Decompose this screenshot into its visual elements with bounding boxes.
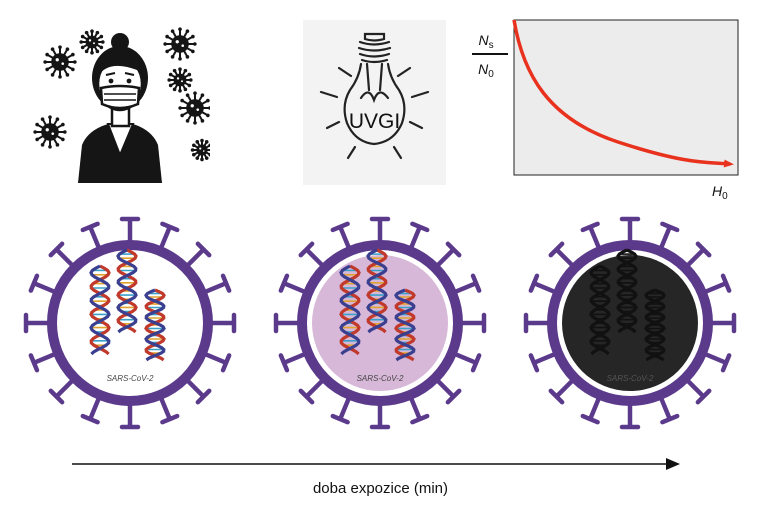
timeline-arrow bbox=[72, 458, 680, 470]
dna-helix bbox=[339, 264, 361, 356]
timeline-label: doba expozice (min) bbox=[312, 480, 449, 497]
virus-label: SARS-CoV-2 bbox=[107, 374, 154, 383]
dna-helix bbox=[144, 288, 166, 362]
decay-curve bbox=[512, 19, 734, 168]
virus-inactivated: SARS-CoV-2 bbox=[523, 216, 737, 430]
small-virus-icon bbox=[190, 138, 210, 162]
person-fringe bbox=[98, 58, 142, 76]
dna-helix bbox=[89, 264, 111, 356]
dna-helix bbox=[116, 248, 138, 334]
virus-partially-inactivated: SARS-CoV-2 bbox=[273, 216, 487, 430]
virus-label: SARS-CoV-2 bbox=[357, 374, 404, 383]
dna-helix bbox=[366, 248, 388, 334]
small-virus-icon bbox=[33, 115, 67, 149]
dna-helix bbox=[589, 264, 611, 356]
light-bulb-icon: UVGI bbox=[319, 32, 430, 160]
small-virus-icon bbox=[178, 91, 210, 125]
surrounding-virus-icons bbox=[33, 27, 210, 162]
dna-helix bbox=[644, 288, 666, 362]
uvgi-lamp-panel: UVGI bbox=[303, 20, 446, 185]
survival-decay-plot: Ns N0 H0 bbox=[472, 19, 739, 202]
arrowhead-icon bbox=[666, 458, 680, 470]
plot-area bbox=[513, 19, 739, 176]
small-virus-icon bbox=[79, 29, 105, 55]
y-label-numerator: Ns bbox=[478, 32, 493, 51]
uvgi-label: UVGI bbox=[349, 110, 400, 133]
small-virus-icon bbox=[43, 45, 77, 79]
y-label-denominator: N0 bbox=[478, 61, 494, 80]
small-virus-icon bbox=[163, 27, 197, 61]
dna-helix bbox=[394, 288, 416, 362]
virus-intact: SARS-CoV-2 bbox=[23, 216, 237, 430]
masked-person-illustration bbox=[33, 27, 210, 183]
virus-label: SARS-CoV-2 bbox=[607, 374, 654, 383]
face-mask bbox=[99, 84, 141, 110]
x-label: H0 bbox=[712, 183, 728, 202]
dna-helix bbox=[616, 248, 638, 334]
small-virus-icon bbox=[167, 67, 193, 93]
